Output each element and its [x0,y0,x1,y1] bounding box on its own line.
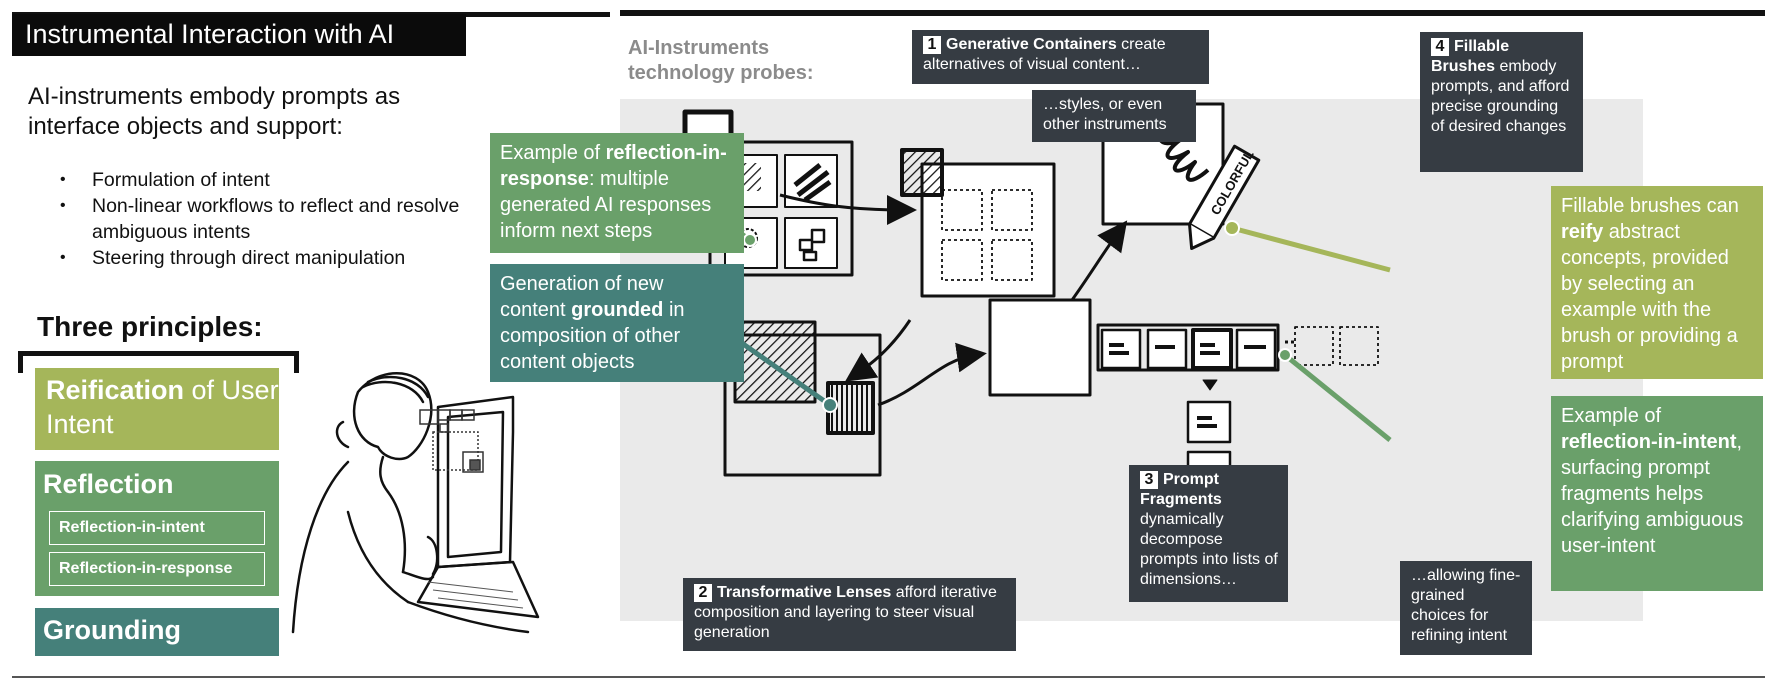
reflection-in-response-box: Reflection-in-response [49,552,265,586]
note-text: abstract concepts, provided by selecting… [1561,221,1738,373]
note-reify: Fillable brushes can reify abstract conc… [1551,186,1763,379]
support-list: Formulation of intent Non-linear workflo… [60,167,480,271]
callout-text: afford iterative composition and layerin… [694,584,997,641]
page-title: Instrumental Interaction with AI [12,14,466,56]
callout-transformative-lenses: 2 Transformative Lenses afford iterative … [683,578,1016,651]
callout-styles: …styles, or even other instruments [1032,90,1196,142]
note-text: Generation of new content [500,273,664,321]
principles-heading: Three principles: [37,311,263,342]
reification-rest: of User Intent [46,375,279,439]
note-text: : multiple generated AI responses inform… [500,168,712,242]
callout-number: 3 [1140,471,1158,489]
note-reflection-in-response: Example of reflection-in-response: multi… [490,133,744,253]
note-bold: grounded [571,299,664,321]
note-text: Example of [1561,405,1662,427]
callout-number: 1 [923,36,941,54]
list-item: Steering through direct manipulation [60,245,480,271]
callout-fine-grained: …allowing fine-grained choices for refin… [1400,561,1532,655]
callout-bold: Generative Containers [946,36,1117,53]
note-bold: reify [1561,221,1604,243]
note-text: , surfacing prompt fragments helps clari… [1561,431,1744,557]
callout-text: create alternatives of visual content… [923,36,1166,73]
callout-number: 4 [1431,38,1449,56]
intro-text: AI-instruments embody prompts as interfa… [28,83,401,140]
principle-reification: Reification of User Intent [35,368,279,450]
reflection-label: Reflection [43,469,174,499]
reflection-in-intent-box: Reflection-in-intent [49,511,265,545]
note-reflection-in-intent: Example of reflection-in-intent, surfaci… [1551,396,1763,591]
probes-heading: AI-Instruments technology probes: [628,37,814,84]
reification-bold: Reification [46,375,185,405]
callout-text: embody prompts, and afford precise groun… [1431,58,1570,135]
note-text: Example of [500,142,606,164]
callout-bold: Prompt Fragments [1140,471,1222,508]
list-item: Non-linear workflows to reflect and reso… [60,193,480,245]
note-bold: reflection-in-intent [1561,431,1737,453]
principle-reflection: Reflection Reflection-in-intent Reflecti… [35,461,279,596]
bottom-rule [12,676,1765,678]
top-rule-right [620,10,1765,16]
callout-text: dynamically decompose prompts into lists… [1140,511,1278,588]
principle-grounding: Grounding [35,608,279,656]
list-item: Formulation of intent [60,167,480,193]
note-grounded: Generation of new content grounded in co… [490,264,744,382]
callout-generative-containers: 1 Generative Containers create alternativ… [912,30,1209,84]
person-at-laptop-sketch [291,372,540,634]
callout-bold: Fillable Brushes [1431,38,1510,75]
note-bold: reflection-in-response [500,142,727,190]
callout-number: 2 [694,584,712,602]
callout-bold: Transformative Lenses [717,584,892,601]
note-text: Fillable brushes can [1561,195,1739,217]
note-text: in composition of other content objects [500,299,685,373]
principles-bracket [18,351,299,373]
